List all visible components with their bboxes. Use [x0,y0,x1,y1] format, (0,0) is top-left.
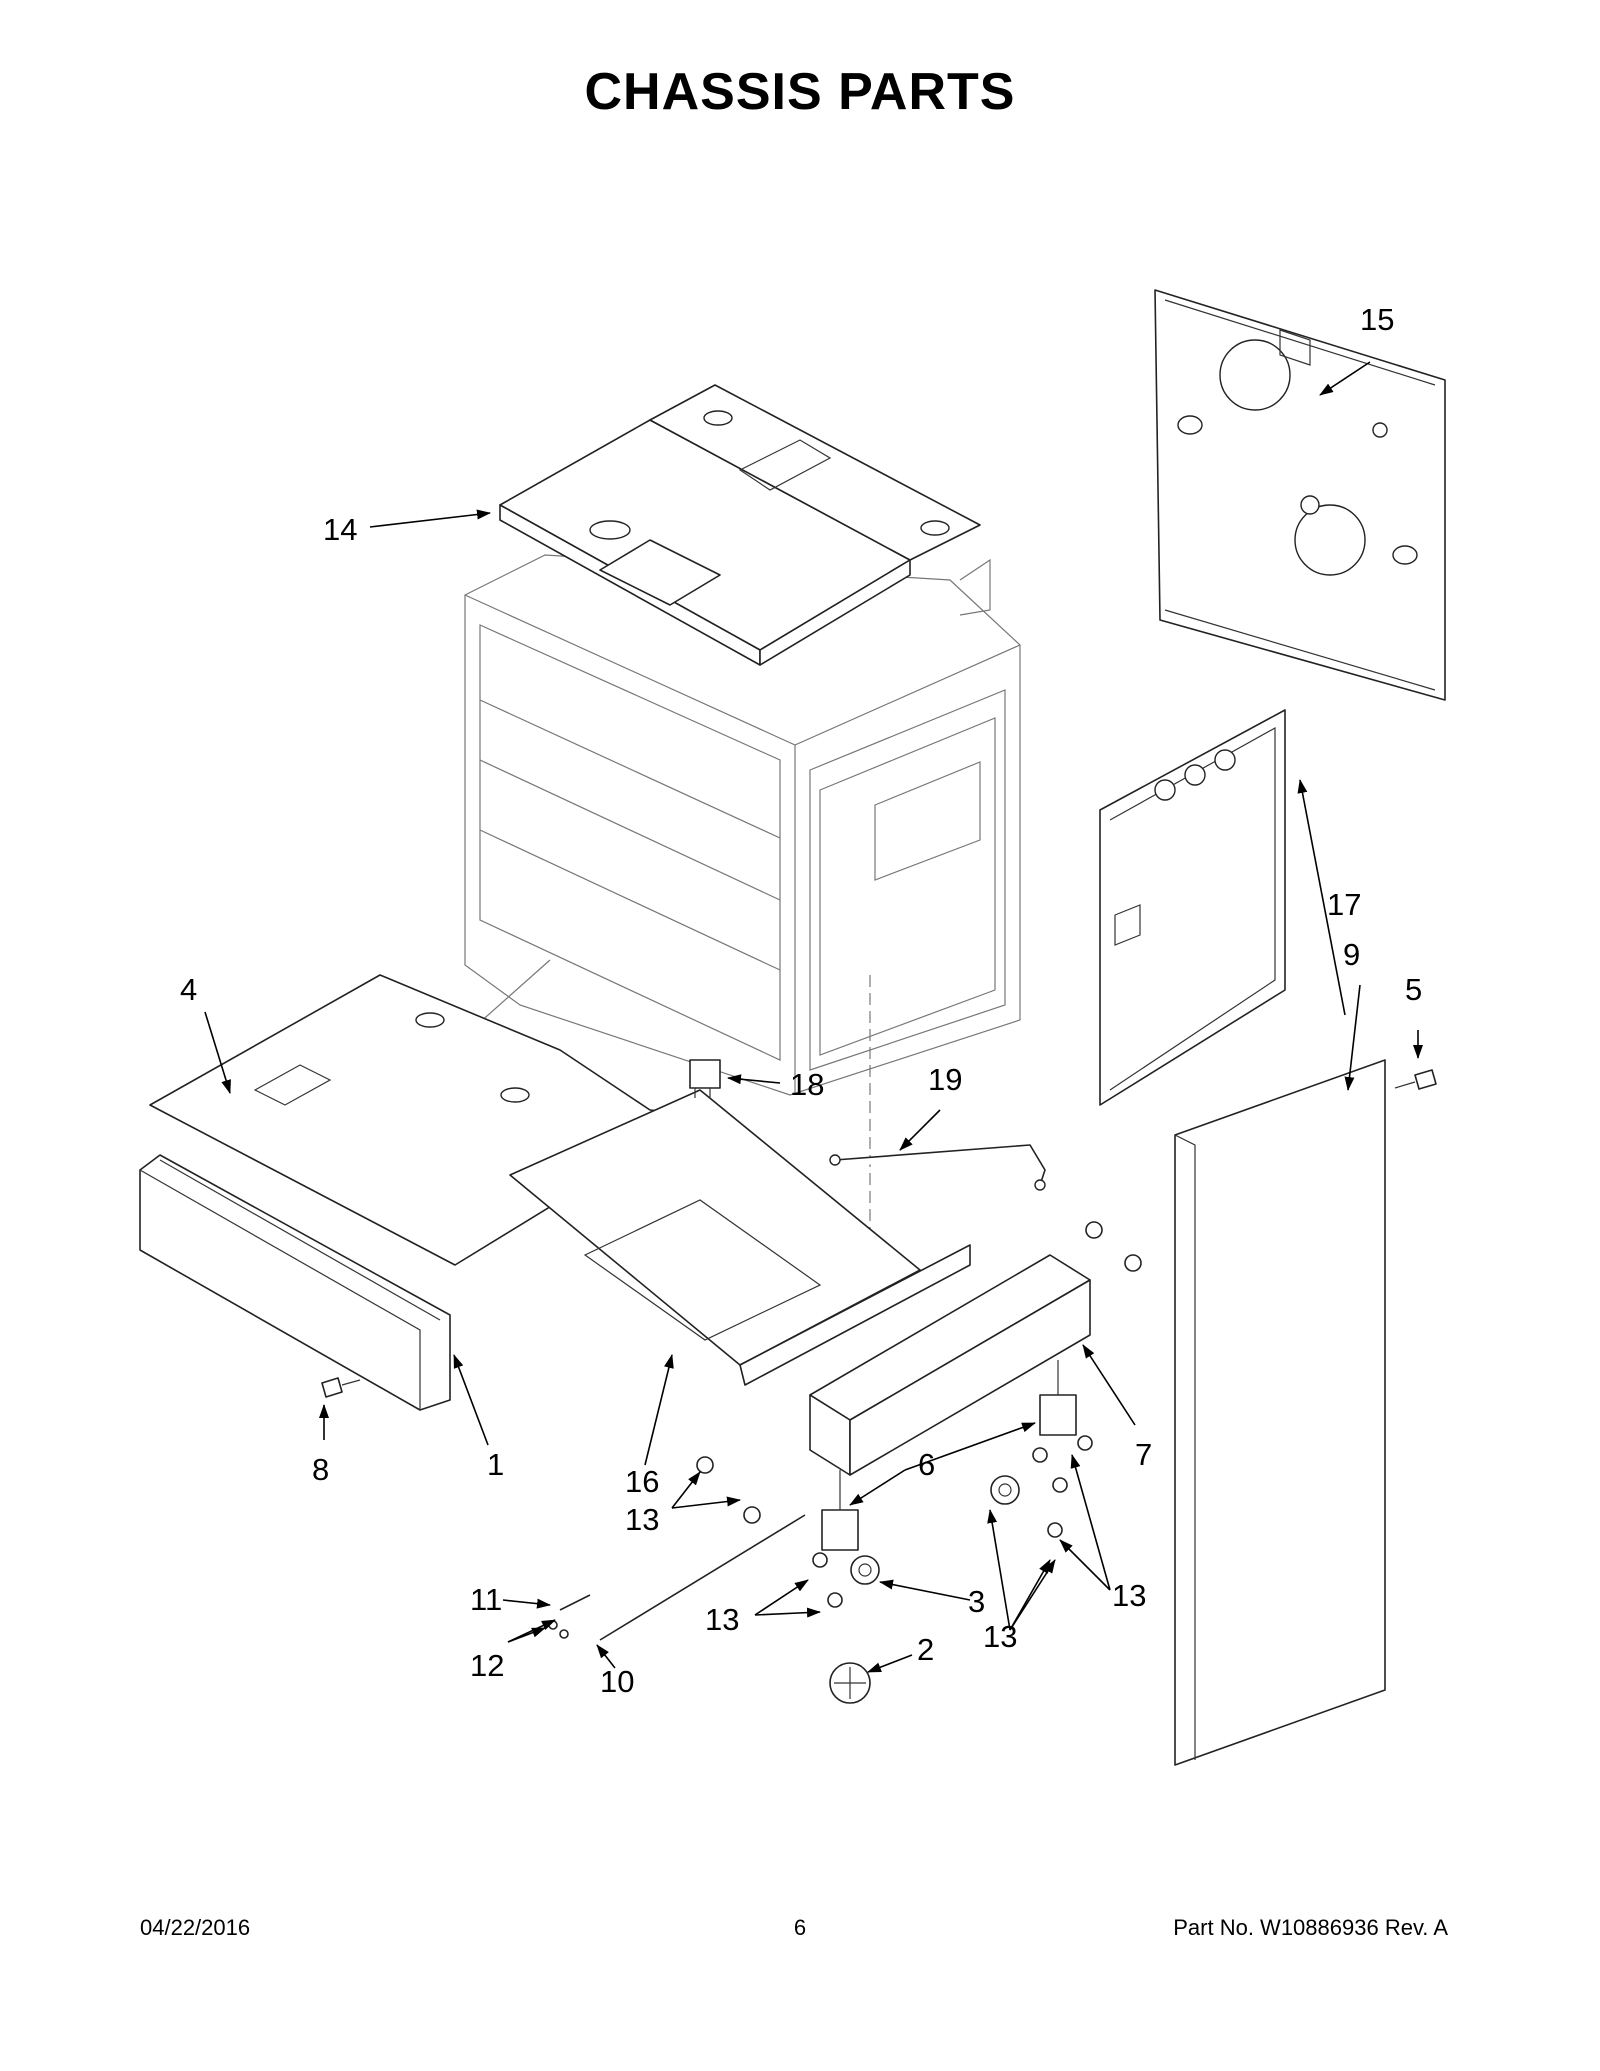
screw-part-5 [1394,1069,1437,1090]
callout-1: 1 [487,1447,504,1482]
base-bracket-part-7 [809,1254,1091,1476]
callout-16: 16 [625,1464,659,1499]
switch-part-18 [689,1059,721,1098]
rear-panel-part-15 [1154,289,1446,701]
callout-18: 18 [790,1067,824,1102]
wheel-cap-part-2 [829,1662,871,1704]
side-trim-part-9 [1174,1059,1386,1766]
washer-part-12 [548,1620,569,1639]
top-duct-panel-part-14 [499,384,981,666]
callout-13-d: 13 [1112,1578,1146,1613]
footer-page-number: 6 [793,1915,807,1940]
footer-date: 04/22/2016 [140,1915,251,1940]
footer-part-number: Part No. W10886936 Rev. A [1173,1915,1448,1940]
callout-13-a: 13 [625,1502,659,1537]
callout-13-c: 13 [983,1619,1017,1654]
tube-part-19 [829,1144,1046,1191]
callout-9: 9 [1343,937,1360,972]
caster-part-3-right [990,1475,1020,1505]
side-panel-part-17 [1099,709,1286,1106]
callout-14: 14 [323,512,357,547]
callout-11: 11 [470,1582,502,1617]
callout-leaders [204,361,1423,1673]
callout-5: 5 [1405,972,1422,1007]
callout-labels: 14 15 4 17 9 5 18 19 8 1 16 13 6 7 11 12… [180,302,1422,1699]
callout-13-b: 13 [705,1602,739,1637]
pin-part-11 [559,1594,591,1611]
screw-part-8 [321,1377,361,1398]
rod-part-10 [599,1514,806,1641]
callout-3: 3 [968,1584,985,1619]
callout-4: 4 [180,972,197,1007]
callout-12: 12 [470,1648,504,1683]
kick-panel-part-1 [139,1154,451,1411]
callout-15: 15 [1360,302,1394,337]
callout-10: 10 [600,1664,634,1699]
callout-2: 2 [917,1632,934,1667]
callout-17: 17 [1327,887,1361,922]
page-title: CHASSIS PARTS [584,63,1016,121]
leveling-leg-part-6-left [821,1470,859,1551]
caster-part-3-left [850,1555,880,1585]
leveling-leg-part-6-right [1039,1360,1077,1436]
callout-6: 6 [918,1447,935,1482]
lower-shelf-part-16 [509,1089,971,1386]
callout-19: 19 [928,1062,962,1097]
callout-7: 7 [1135,1437,1152,1472]
callout-8: 8 [312,1452,329,1487]
screws-part-13 [696,1221,1142,1608]
